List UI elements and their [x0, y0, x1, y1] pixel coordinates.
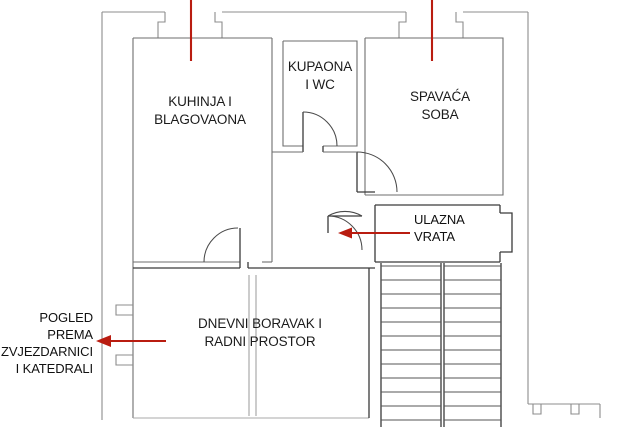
window-reveal-east-hall: [500, 212, 513, 253]
annotation-arrows: [96, 0, 434, 347]
dnevni-interior-hints: [248, 275, 257, 416]
arrow-pogled-head: [96, 335, 111, 347]
arrow-ulazna-vrata-head: [338, 227, 352, 239]
room-label-kupaona: KUPAONA I WC: [287, 59, 353, 92]
room-label-spavaca-soba: SPAVAĆA SOBA: [409, 89, 471, 122]
room-kuhinja-walls: [133, 37, 273, 263]
window-reveal-west-lower: [115, 354, 133, 366]
staircase: [380, 263, 502, 427]
room-kupaona-walls: [282, 40, 358, 152]
room-label-kuhinja: KUHINJA I BLAGOVAONA: [154, 94, 246, 127]
outer-walls: [101, 11, 601, 420]
room-label-dnevni-boravak: DNEVNI BORAVAK I RADNI PROSTOR: [198, 316, 322, 349]
spavaca-door-arc: [356, 151, 398, 193]
window-reveal-west-upper: [115, 304, 133, 316]
ulaz-door-arc-helper: [327, 210, 363, 217]
kupaona-wall-outline: [283, 40, 358, 147]
hallway-walls: [133, 151, 513, 418]
kupaona-door-arc: [302, 111, 338, 147]
room-spavaca-walls: [356, 37, 504, 196]
wall-notch-south-a: [532, 404, 542, 415]
spavaca-wall-outline: [365, 37, 504, 196]
kupaona-wall-west: [282, 41, 303, 147]
annotation-label-pogled-prema-zvjezdarnici: POGLED PREMA ZVJEZDARNICI I KATEDRALI: [1, 310, 93, 376]
dnevni-door-arc: [203, 227, 239, 263]
ulaz-door-arc: [327, 215, 363, 251]
wall-notch-south-b: [570, 404, 580, 415]
apartment-shell: [115, 38, 369, 419]
annotation-label-ulazna-vrata: ULAZNA VRATA: [414, 212, 465, 244]
